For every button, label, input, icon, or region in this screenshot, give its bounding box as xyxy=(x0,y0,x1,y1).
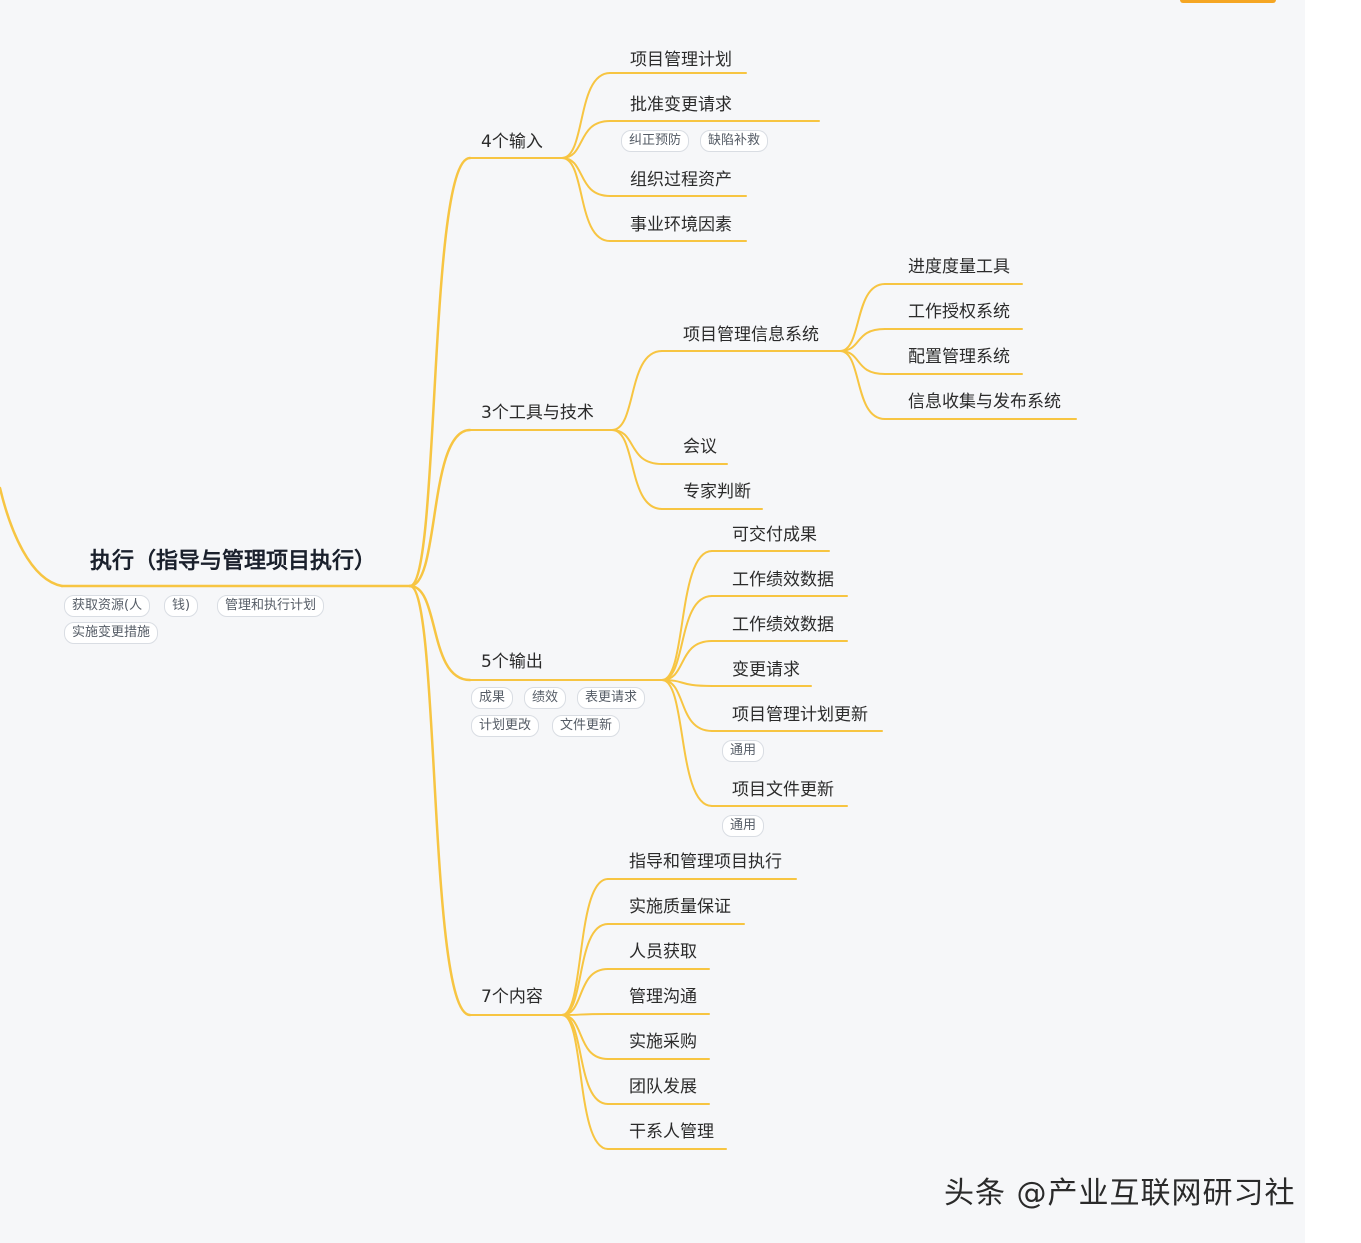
output-tag: 文件更新 xyxy=(552,715,621,737)
connector-line xyxy=(611,429,663,510)
content-node[interactable]: 团队发展 xyxy=(629,1077,697,1097)
connector-line xyxy=(408,156,472,588)
connector-line xyxy=(611,429,663,465)
output-tag: 计划更改 xyxy=(471,715,540,737)
pmis-node[interactable]: 工作授权系统 xyxy=(908,302,1010,322)
output-item-tag: 通用 xyxy=(722,740,765,762)
connector-line xyxy=(561,120,611,159)
connector-line xyxy=(839,350,886,420)
input-node[interactable]: 组织过程资产 xyxy=(630,170,732,190)
root-tag: 管理和执行计划 xyxy=(217,595,325,617)
connector-line xyxy=(561,157,611,197)
output-item-tag: 通用 xyxy=(722,815,765,837)
connector-line xyxy=(661,640,713,681)
output-node[interactable]: 项目管理计划更新 xyxy=(732,705,868,725)
connector-line xyxy=(839,328,886,352)
accent-bar xyxy=(1180,0,1276,3)
content-node[interactable]: 人员获取 xyxy=(629,942,697,962)
input-tag: 缺陷补救 xyxy=(700,130,769,152)
input-node[interactable]: 批准变更请求 xyxy=(630,95,732,115)
connector-line xyxy=(661,550,713,681)
branch-contents[interactable]: 7个内容 xyxy=(481,987,543,1007)
content-node[interactable]: 实施采购 xyxy=(629,1032,697,1052)
connector-line xyxy=(661,679,713,807)
connector-line xyxy=(661,679,713,732)
content-node[interactable]: 指导和管理项目执行 xyxy=(629,852,782,872)
output-node[interactable]: 变更请求 xyxy=(732,660,800,680)
connector-line xyxy=(561,878,609,1016)
connector-line xyxy=(408,428,472,588)
connector-line xyxy=(661,595,713,681)
output-tag: 绩效 xyxy=(524,687,567,709)
connector-line xyxy=(408,584,472,1017)
input-node[interactable]: 项目管理计划 xyxy=(630,50,732,70)
root-tag: 获取资源(人 xyxy=(64,595,151,617)
connector-line xyxy=(561,923,609,1016)
root-node[interactable]: 执行（指导与管理项目执行） xyxy=(90,549,377,574)
connector-line xyxy=(408,584,472,682)
branch-tools[interactable]: 3个工具与技术 xyxy=(481,403,594,423)
tool-node[interactable]: 会议 xyxy=(683,437,717,457)
tool-pmis[interactable]: 项目管理信息系统 xyxy=(683,325,819,345)
branch-inputs[interactable]: 4个输入 xyxy=(481,132,543,152)
connector-line xyxy=(0,486,64,588)
pmis-node[interactable]: 进度度量工具 xyxy=(908,257,1010,277)
root-tag: 实施变更措施 xyxy=(64,622,159,644)
connector-line xyxy=(561,968,609,1016)
branch-outputs[interactable]: 5个输出 xyxy=(481,652,543,672)
output-tag: 表更请求 xyxy=(577,687,646,709)
content-node[interactable]: 干系人管理 xyxy=(629,1122,714,1142)
connector-line xyxy=(561,157,611,242)
pmis-node[interactable]: 信息收集与发布系统 xyxy=(908,392,1061,412)
input-tag: 纠正预防 xyxy=(621,130,690,152)
connector-lines xyxy=(0,72,1077,1150)
content-node[interactable]: 管理沟通 xyxy=(629,987,697,1007)
output-tag: 成果 xyxy=(471,687,514,709)
watermark: 头条 @产业互联网研习社 xyxy=(944,1176,1296,1211)
connector-line xyxy=(561,1014,609,1150)
output-node[interactable]: 工作绩效数据 xyxy=(732,615,834,635)
tool-node[interactable]: 专家判断 xyxy=(683,482,751,502)
content-node[interactable]: 实施质量保证 xyxy=(629,897,731,917)
connector-line xyxy=(561,1014,609,1105)
root-tag: 钱) xyxy=(164,595,199,617)
output-node[interactable]: 项目文件更新 xyxy=(732,780,834,800)
pmis-node[interactable]: 配置管理系统 xyxy=(908,347,1010,367)
input-node[interactable]: 事业环境因素 xyxy=(630,215,732,235)
mindmap-canvas: 执行（指导与管理项目执行） 获取资源(人 钱) 管理和执行计划 实施变更措施 4… xyxy=(0,0,1276,1150)
connector-line xyxy=(839,283,886,352)
connector-line xyxy=(561,72,611,159)
connector-line xyxy=(611,350,663,431)
output-node[interactable]: 可交付成果 xyxy=(732,525,817,545)
connector-line xyxy=(561,1013,609,1016)
output-node[interactable]: 工作绩效数据 xyxy=(732,570,834,590)
